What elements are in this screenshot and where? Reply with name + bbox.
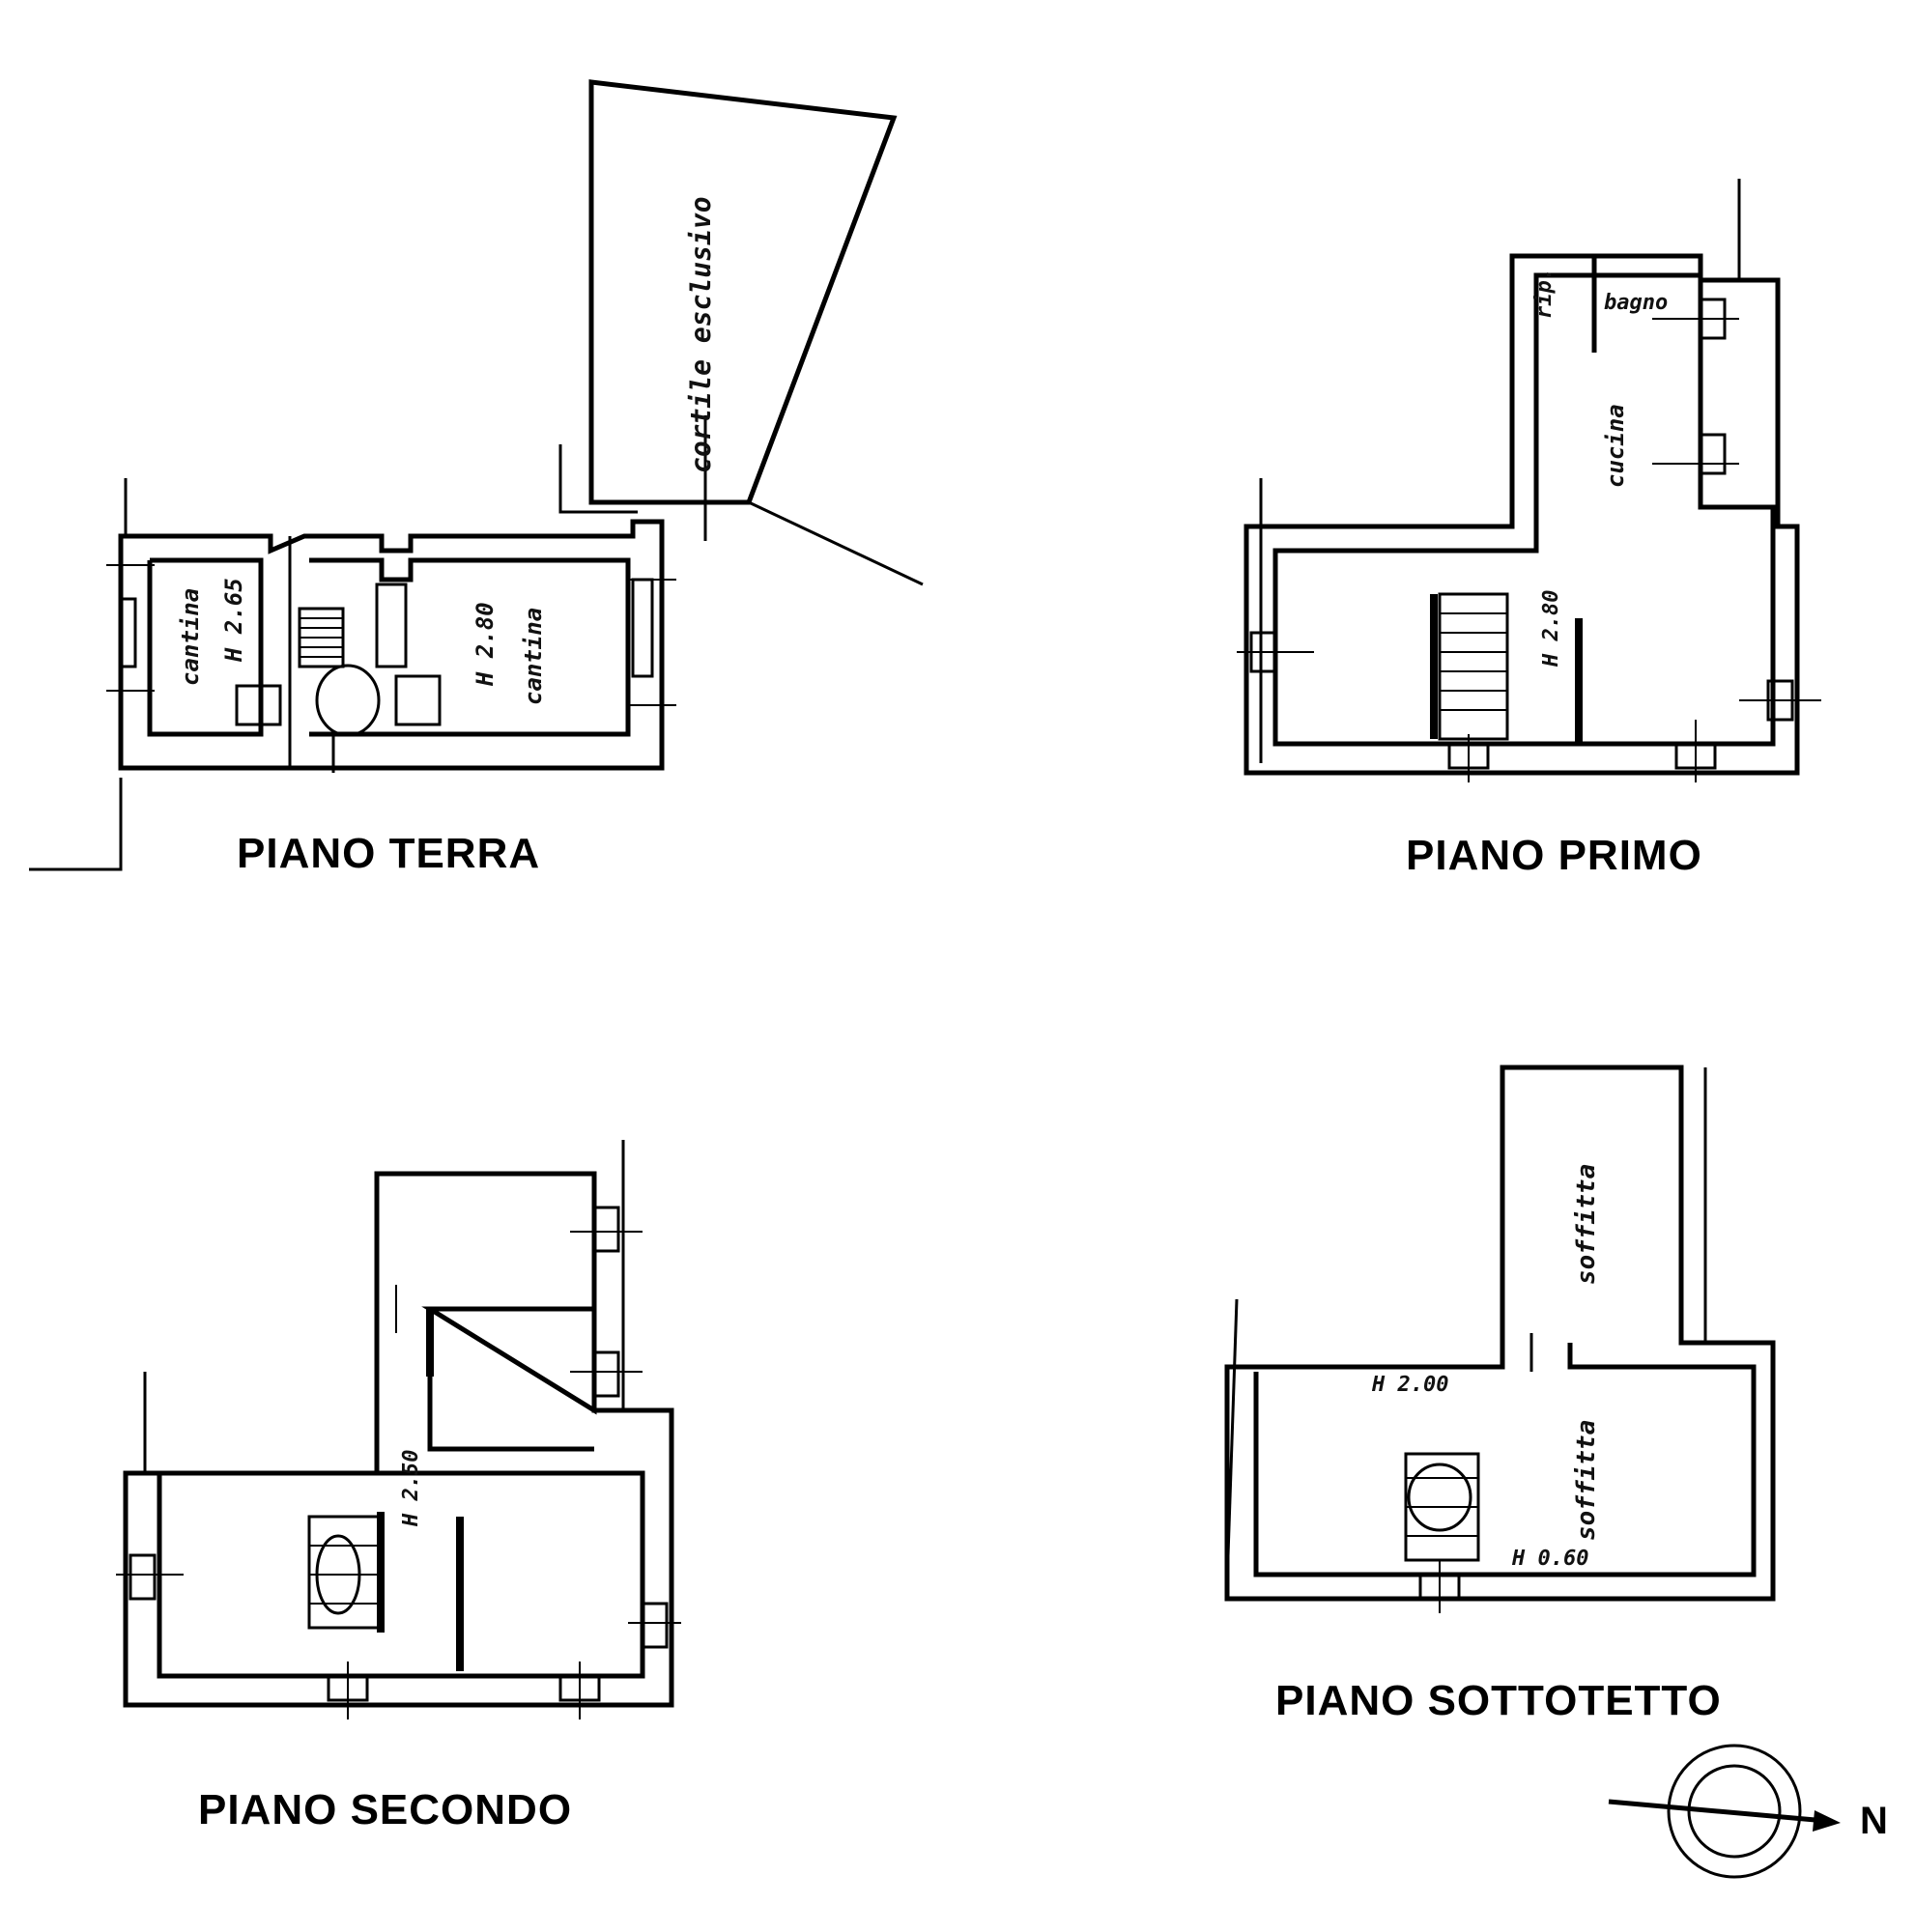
label-cantina-left: cantina xyxy=(177,588,204,686)
label-height-max: H 2.00 xyxy=(1371,1373,1448,1397)
compass-outer-ring xyxy=(1667,1744,1802,1879)
north-compass: N xyxy=(1608,1744,1888,1879)
plan-piano-terra: cortile esclusivo cantina H 2.65 H 2.80 … xyxy=(29,79,924,877)
compass-inner-ring xyxy=(1687,1764,1782,1859)
label-height-left: H 2.65 xyxy=(220,578,247,663)
label-rip: rip. xyxy=(1532,268,1557,319)
north-arrow-icon xyxy=(1813,1810,1841,1832)
plan-piano-secondo: H 2.50 PIANO SECONDO xyxy=(116,1140,681,1833)
label-height-secondo: H 2.50 xyxy=(399,1450,423,1527)
label-cortile-esclusivo: cortile esclusivo xyxy=(685,196,717,473)
label-soffitta-bottom: soffitta xyxy=(1572,1420,1601,1541)
title-piano-primo: PIANO PRIMO xyxy=(1406,832,1702,879)
attic-outline xyxy=(1224,1065,1776,1602)
label-height-right: H 2.80 xyxy=(472,602,499,687)
first-floor-outline xyxy=(1243,253,1800,776)
courtyard-outline xyxy=(588,79,898,505)
title-piano-sottotetto: PIANO SOTTOTETTO xyxy=(1275,1677,1722,1724)
label-bagno: bagno xyxy=(1604,291,1668,315)
title-piano-terra: PIANO TERRA xyxy=(237,830,540,877)
second-floor-outline xyxy=(123,1171,674,1708)
title-piano-secondo: PIANO SECONDO xyxy=(198,1786,572,1833)
label-cucina: cucina xyxy=(1602,404,1629,488)
label-soffitta-top: soffitta xyxy=(1572,1164,1601,1285)
label-cantina-right: cantina xyxy=(520,608,547,705)
compass-needle xyxy=(1608,1799,1827,1824)
plan-piano-primo: rip. bagno cucina H 2.80 PIANO PRIMO xyxy=(1237,179,1821,879)
ground-floor-outline xyxy=(118,519,665,771)
label-height-min: H 0.60 xyxy=(1511,1547,1588,1571)
plan-piano-sottotetto: soffitta soffitta H 2.00 H 0.60 PIANO SO… xyxy=(1224,1065,1776,1724)
label-height-primo: H 2.80 xyxy=(1539,590,1563,668)
compass-north-label: N xyxy=(1860,1800,1888,1842)
